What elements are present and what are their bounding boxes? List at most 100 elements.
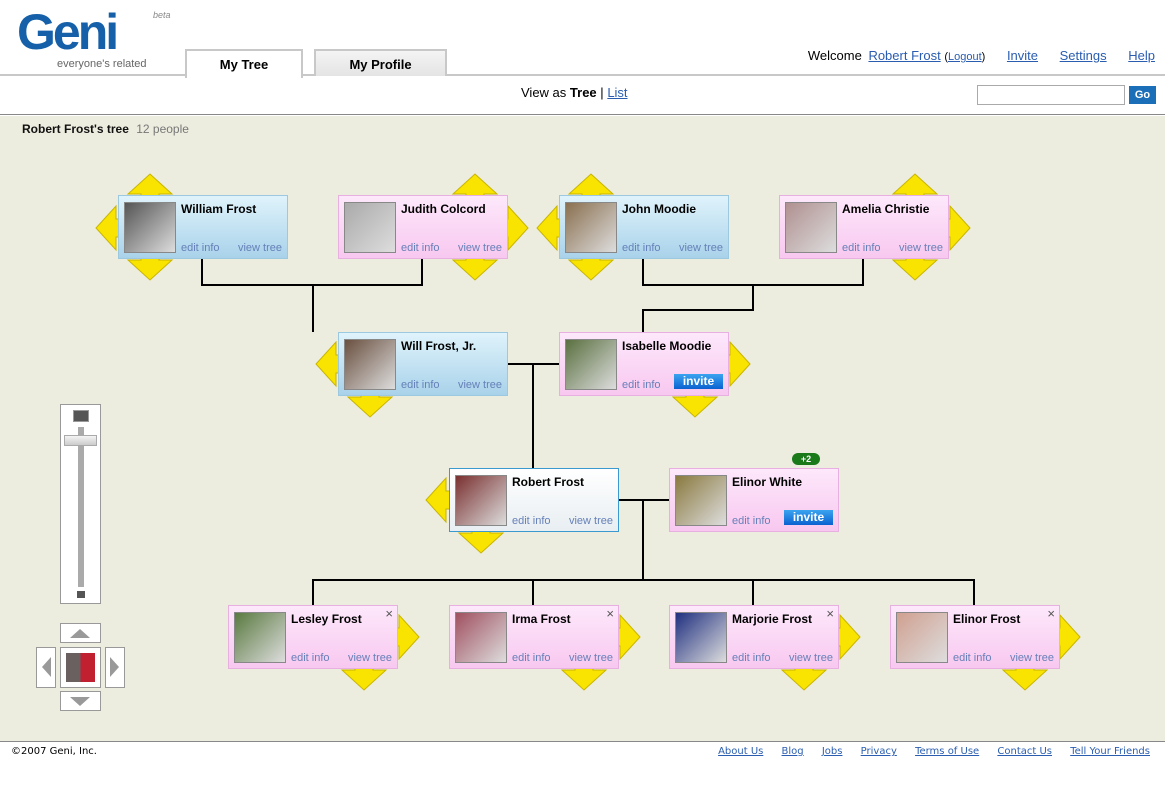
edit-info-link[interactable]: edit info <box>401 242 440 254</box>
view-tree-link[interactable]: view tree <box>898 242 943 254</box>
pan-up-button[interactable] <box>60 623 101 643</box>
close-icon[interactable]: × <box>385 606 393 621</box>
view-tree-link[interactable]: view tree <box>457 379 502 391</box>
footer-link-jobs[interactable]: Jobs <box>821 746 843 757</box>
view-tree-link[interactable]: view tree <box>568 652 613 664</box>
person-name[interactable]: Marjorie Frost <box>732 612 813 626</box>
edit-info-link[interactable]: edit info <box>512 652 551 664</box>
edit-info-link[interactable]: edit info <box>842 242 881 254</box>
person-photo[interactable] <box>455 612 507 663</box>
close-icon[interactable]: × <box>1047 606 1055 621</box>
person-photo[interactable] <box>344 339 396 390</box>
view-list-link[interactable]: List <box>607 85 628 100</box>
zoom-in-icon[interactable] <box>73 410 89 422</box>
person-photo[interactable] <box>896 612 948 663</box>
footer-link-blog[interactable]: Blog <box>781 746 804 757</box>
footer-link-terms[interactable]: Terms of Use <box>915 746 980 757</box>
user-link[interactable]: Robert Frost <box>868 48 941 63</box>
footer-link-tell-friends[interactable]: Tell Your Friends <box>1070 746 1150 757</box>
view-bar: View as Tree | List Go <box>0 76 1165 115</box>
edit-info-link[interactable]: edit info <box>622 242 661 254</box>
more-relatives-badge[interactable]: +2 <box>792 453 820 465</box>
person-name[interactable]: William Frost <box>181 202 257 216</box>
invite-link[interactable]: Invite <box>1006 48 1039 63</box>
invite-button[interactable]: invite <box>784 510 833 525</box>
view-tree-link[interactable]: view tree <box>788 652 833 664</box>
person-card[interactable]: Amelia Christie edit info view tree <box>779 195 949 259</box>
person-card[interactable]: Elinor White edit info invite <box>669 468 839 532</box>
settings-link[interactable]: Settings <box>1059 48 1107 63</box>
copyright: ©2007 Geni, Inc. <box>11 746 97 757</box>
go-button[interactable]: Go <box>1129 86 1156 104</box>
tree-title: Robert Frost's tree 12 people <box>22 122 189 136</box>
person-name[interactable]: Will Frost, Jr. <box>401 339 477 353</box>
center-home-button[interactable] <box>60 647 101 688</box>
person-name[interactable]: Elinor Frost <box>953 612 1021 626</box>
invite-button[interactable]: invite <box>674 374 723 389</box>
view-tree-link[interactable]: view tree <box>347 652 392 664</box>
tab-my-profile[interactable]: My Profile <box>314 49 447 76</box>
close-icon[interactable]: × <box>606 606 614 621</box>
search-input[interactable] <box>977 85 1125 105</box>
person-photo[interactable] <box>124 202 176 253</box>
edit-info-link[interactable]: edit info <box>401 379 440 391</box>
person-card[interactable]: Isabelle Moodie edit info invite <box>559 332 729 396</box>
view-tree-link[interactable]: view tree <box>457 242 502 254</box>
person-photo[interactable] <box>565 339 617 390</box>
close-icon[interactable]: × <box>826 606 834 621</box>
view-tree-link[interactable]: view tree <box>1009 652 1054 664</box>
tree-canvas[interactable]: Robert Frost's tree 12 people William Fr… <box>0 116 1165 742</box>
person-name[interactable]: Isabelle Moodie <box>622 339 712 353</box>
view-tree-link[interactable]: view tree <box>568 515 613 527</box>
pan-left-button[interactable] <box>36 647 56 688</box>
person-name[interactable]: Amelia Christie <box>842 202 930 216</box>
footer-link-contact[interactable]: Contact Us <box>997 746 1053 757</box>
person-card[interactable]: Judith Colcord edit info view tree <box>338 195 508 259</box>
person-photo[interactable] <box>785 202 837 253</box>
person-card[interactable]: Marjorie Frost edit info view tree × <box>669 605 839 669</box>
tree-connectors <box>95 173 1081 691</box>
edit-info-link[interactable]: edit info <box>291 652 330 664</box>
footer-link-about[interactable]: About Us <box>718 746 764 757</box>
person-name[interactable]: Judith Colcord <box>401 202 486 216</box>
slider-track[interactable] <box>78 427 84 587</box>
person-name[interactable]: Irma Frost <box>512 612 571 626</box>
person-photo[interactable] <box>234 612 286 663</box>
person-photo[interactable] <box>344 202 396 253</box>
person-name[interactable]: Robert Frost <box>512 475 584 489</box>
person-card[interactable]: Lesley Frost edit info view tree × <box>228 605 398 669</box>
person-card[interactable]: John Moodie edit info view tree <box>559 195 729 259</box>
person-name[interactable]: Lesley Frost <box>291 612 362 626</box>
footer-link-privacy[interactable]: Privacy <box>860 746 897 757</box>
edit-info-link[interactable]: edit info <box>622 379 661 391</box>
geni-logo[interactable]: Geni everyone's related beta <box>17 7 177 72</box>
edit-info-link[interactable]: edit info <box>732 515 771 527</box>
person-name[interactable]: Elinor White <box>732 475 802 489</box>
help-link[interactable]: Help <box>1128 48 1155 63</box>
person-card[interactable]: Irma Frost edit info view tree × <box>449 605 619 669</box>
pan-down-button[interactable] <box>60 691 101 711</box>
slider-handle[interactable] <box>64 435 97 446</box>
zoom-out-icon[interactable] <box>77 591 85 598</box>
person-card[interactable]: Elinor Frost edit info view tree × <box>890 605 1060 669</box>
logout-link[interactable]: Logout <box>947 51 982 63</box>
view-tree-link[interactable]: view tree <box>237 242 282 254</box>
view-tree-link[interactable]: view tree <box>678 242 723 254</box>
person-name[interactable]: John Moodie <box>622 202 696 216</box>
edit-info-link[interactable]: edit info <box>953 652 992 664</box>
person-photo[interactable] <box>675 612 727 663</box>
person-photo[interactable] <box>455 475 507 526</box>
person-card[interactable]: Will Frost, Jr. edit info view tree <box>338 332 508 396</box>
tab-my-tree[interactable]: My Tree <box>185 49 303 78</box>
edit-info-link[interactable]: edit info <box>181 242 220 254</box>
person-card[interactable]: William Frost edit info view tree <box>118 195 288 259</box>
edit-info-link[interactable]: edit info <box>732 652 771 664</box>
home-avatar <box>66 653 95 682</box>
person-photo[interactable] <box>675 475 727 526</box>
pan-right-button[interactable] <box>105 647 125 688</box>
zoom-slider[interactable] <box>60 404 101 604</box>
person-photo[interactable] <box>565 202 617 253</box>
edit-info-link[interactable]: edit info <box>512 515 551 527</box>
top-links: Welcome Robert Frost (Logout) Invite Set… <box>807 48 1155 63</box>
person-card[interactable]: Robert Frost edit info view tree <box>449 468 619 532</box>
